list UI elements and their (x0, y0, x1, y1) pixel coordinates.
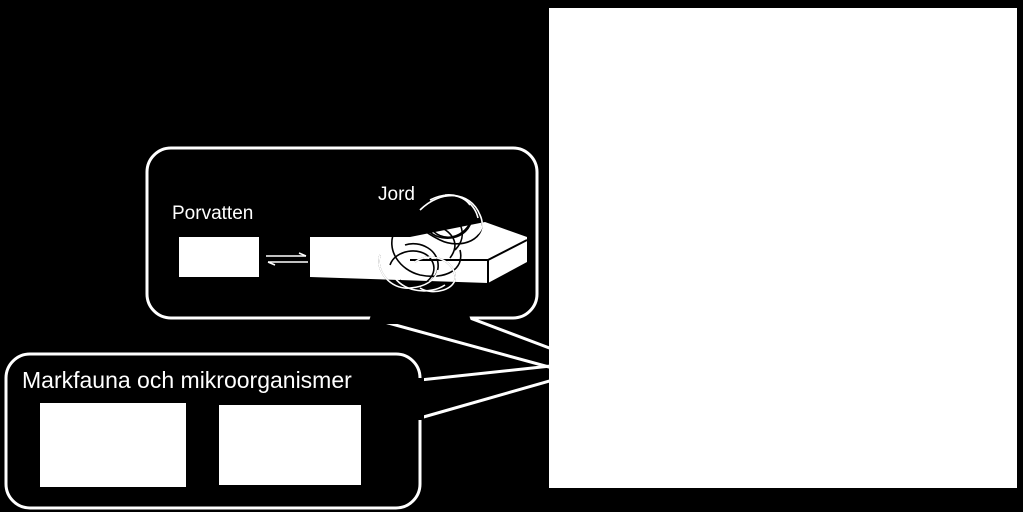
porvatten-box (179, 237, 259, 277)
main-panel (549, 8, 1017, 488)
markfauna-label: Markfauna och mikroorganismer (22, 367, 352, 393)
fauna-box-right (219, 405, 361, 485)
soil-particle-icon (310, 194, 528, 293)
callout-connectors (368, 316, 562, 420)
porvatten-label: Porvatten (172, 203, 253, 224)
callout-tails (368, 312, 472, 420)
jord-label: Jord (378, 184, 415, 205)
fauna-box-left (40, 403, 186, 487)
equilibrium-arrow-icon (266, 252, 308, 266)
